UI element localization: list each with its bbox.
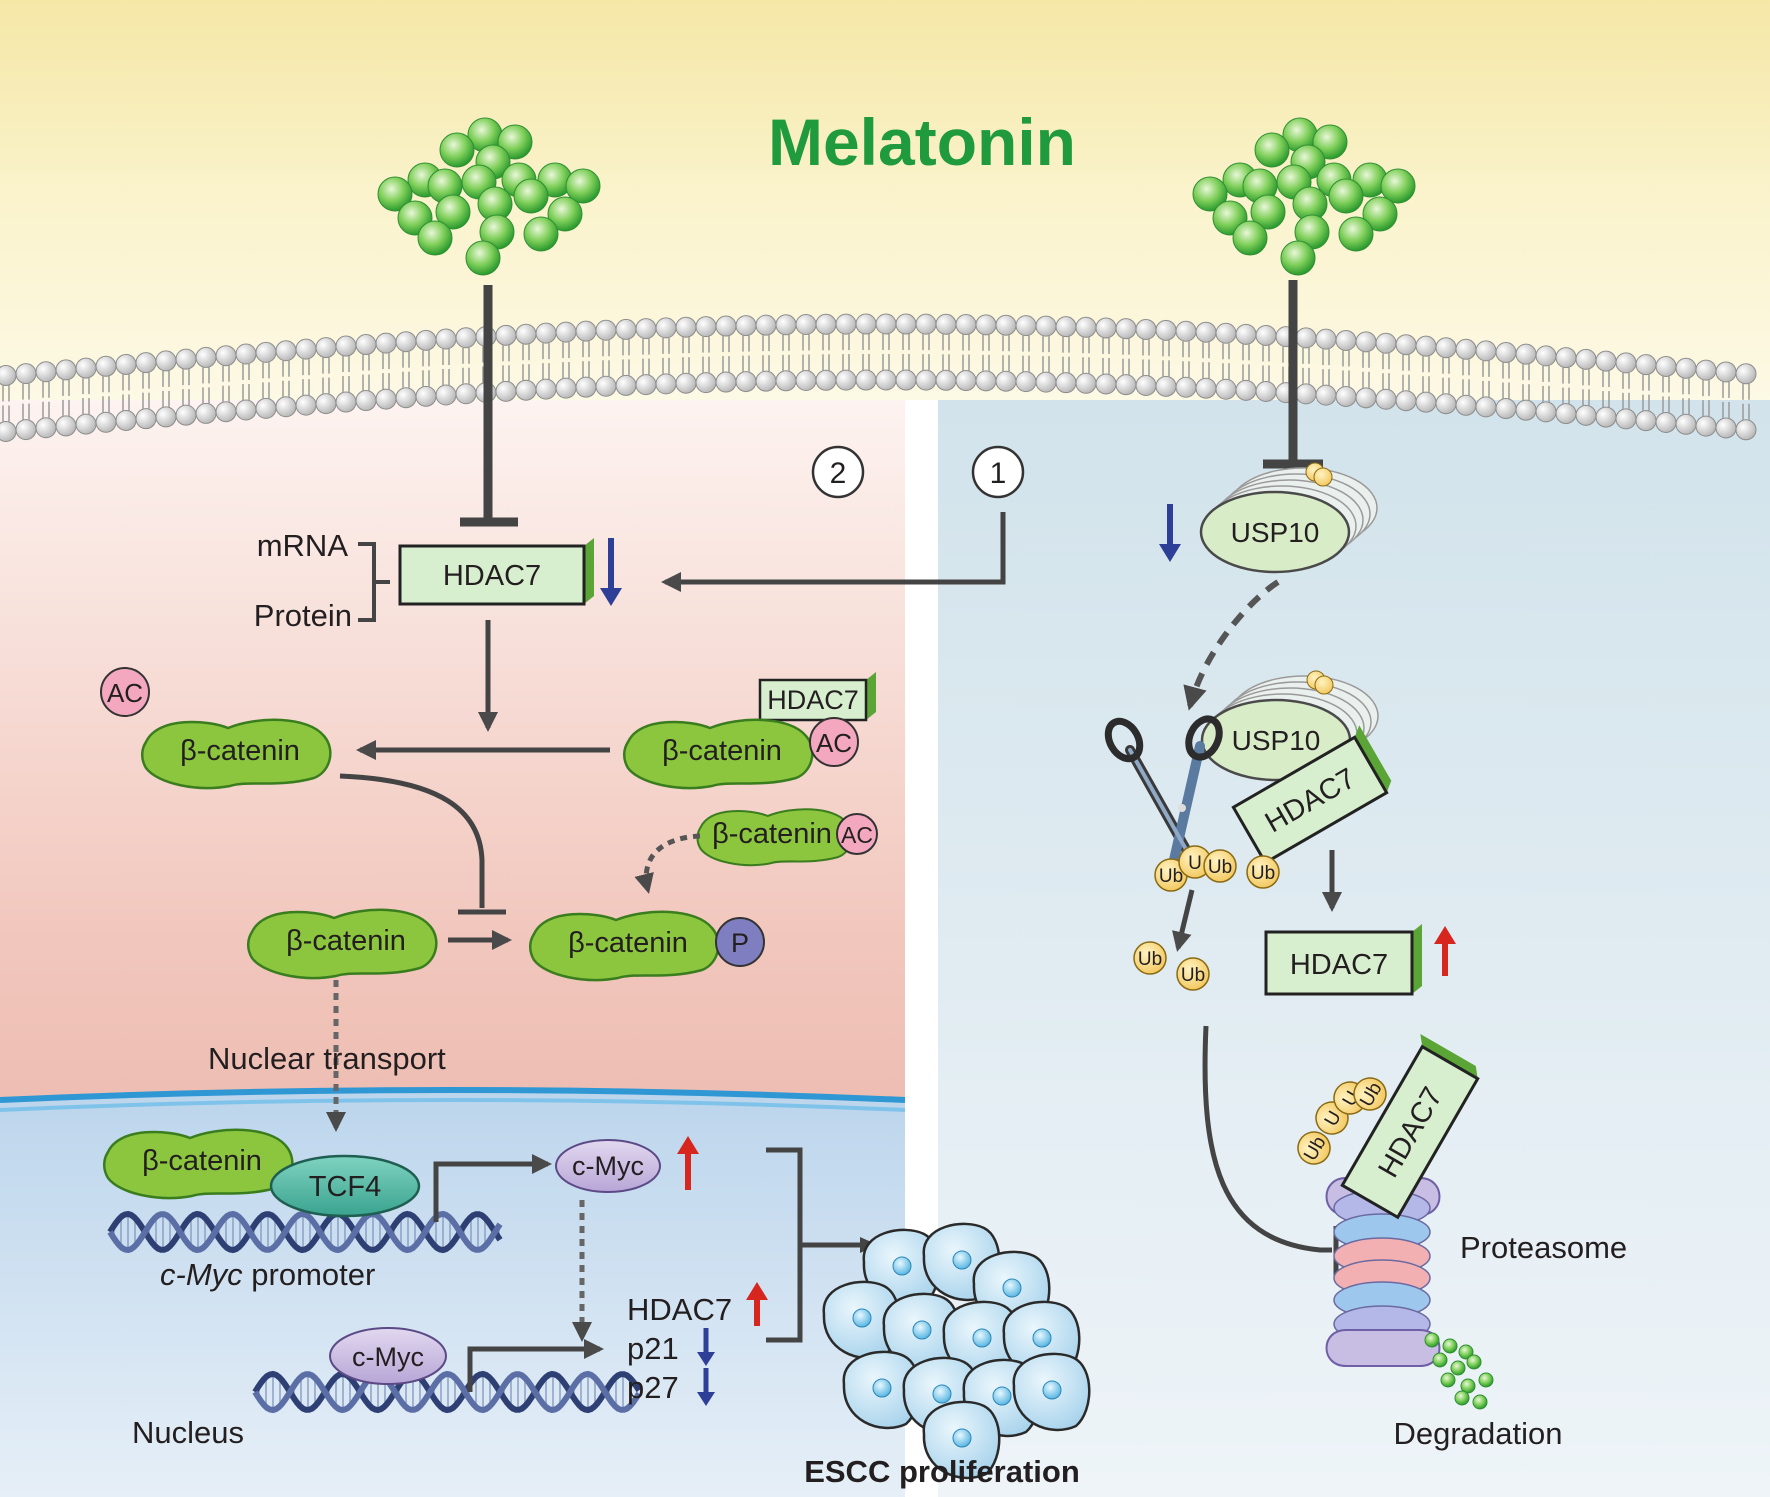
label-escc-proliferation: ESCC proliferation	[804, 1454, 1080, 1489]
svg-text:Ub: Ub	[1181, 965, 1205, 986]
label-degradation: Degradation	[1394, 1416, 1563, 1451]
bracket-to-proliferation	[766, 1147, 868, 1343]
down-arrow-p27	[697, 1368, 715, 1406]
melatonin-inhibits-hdac7	[460, 285, 518, 527]
svg-text:β-catenin: β-catenin	[286, 925, 406, 957]
label-mrna: mRNA	[257, 528, 349, 563]
svg-text:U: U	[1188, 853, 1202, 874]
step-2-marker: 2	[811, 445, 865, 499]
svg-text:1: 1	[990, 457, 1007, 490]
phospho-p-circle: P	[715, 917, 765, 967]
dotted-arrow-to-phospho	[634, 833, 701, 894]
label-nucleus: Nucleus	[132, 1415, 244, 1450]
label-nuclear-transport: Nuclear transport	[208, 1041, 446, 1076]
label-hdac7-target: HDAC7	[627, 1292, 732, 1327]
svg-text:AC: AC	[107, 678, 143, 708]
inhibition-of-proteasome	[1202, 1025, 1332, 1253]
beta-catenin-acetylated-2-label: β-catenin	[712, 818, 832, 850]
svg-text:c-Myc: c-Myc	[572, 1151, 644, 1181]
melatonin-cluster-right	[1192, 117, 1416, 276]
ub-released: Ub Ub	[1133, 941, 1210, 991]
svg-text:TCF4: TCF4	[309, 1171, 382, 1203]
beta-catenin-phosphorylated: β-catenin	[528, 910, 720, 982]
svg-text:β-catenin: β-catenin	[180, 735, 300, 767]
svg-text:HDAC7: HDAC7	[1290, 949, 1388, 981]
svg-text:Ub: Ub	[1208, 857, 1232, 878]
beta-catenin-cytoplasmic: β-catenin	[246, 908, 438, 980]
usp10-label: USP10	[1232, 725, 1321, 756]
degradation-fragments	[1424, 1332, 1494, 1410]
svg-text:HDAC7: HDAC7	[443, 560, 541, 592]
step-1-marker: 1	[971, 445, 1025, 499]
ac-bound-circle-2: AC	[836, 813, 878, 855]
label-p21: p21	[627, 1331, 679, 1366]
tcf4-ellipse: TCF4	[269, 1154, 421, 1218]
svg-text:2: 2	[830, 457, 847, 490]
nuclear-membrane-inner	[0, 1098, 906, 1112]
arrow-to-target-genes	[467, 1339, 604, 1392]
escc-cell-cluster	[822, 1222, 1091, 1480]
svg-text:Ub: Ub	[1159, 866, 1183, 887]
ub-cluster-complex: Ub U Ub Ub	[1154, 845, 1280, 892]
title-melatonin: Melatonin	[768, 105, 1076, 179]
scissors-icon	[1104, 715, 1223, 865]
beta-catenin-acetylated: β-catenin	[622, 718, 814, 790]
svg-text:β-catenin: β-catenin	[568, 927, 688, 959]
cell-membrane-bilayer	[0, 313, 1757, 442]
svg-text:β-catenin: β-catenin	[142, 1145, 262, 1177]
hdac7-box-bound: HDAC7	[758, 672, 876, 722]
melatonin-cluster-left	[377, 117, 601, 276]
svg-text:P: P	[731, 928, 749, 958]
label-p27: p27	[627, 1370, 679, 1405]
svg-text:c-Myc: c-Myc	[352, 1342, 424, 1372]
svg-text:β-catenin: β-catenin	[662, 735, 782, 767]
hdac7-box-stabilized: HDAC7	[1264, 924, 1422, 996]
hdac7-box-main: HDAC7	[398, 538, 594, 606]
down-arrow-p21	[697, 1328, 715, 1366]
down-arrow-hdac7	[600, 538, 622, 606]
beta-catenin-nuclear: β-catenin	[102, 1128, 294, 1200]
usp10-label: USP10	[1231, 517, 1320, 548]
usp10-top: USP10	[1199, 462, 1378, 574]
ac-free-circle: AC	[100, 667, 150, 717]
arrow-ub-release	[1172, 889, 1195, 952]
arrow-to-cmyc	[433, 1154, 552, 1222]
label-proteasome: Proteasome	[1460, 1230, 1627, 1265]
inhibition-of-phosphorylation	[339, 773, 485, 908]
up-arrow-hdac7-target	[746, 1282, 768, 1326]
svg-text:HDAC7: HDAC7	[767, 685, 859, 715]
down-arrow-usp10	[1159, 504, 1181, 562]
cmyc-ellipse-top: c-Myc	[555, 1139, 661, 1193]
label-protein: Protein	[254, 598, 352, 633]
ub-chain-degraded: Ub U U Ub	[1297, 1077, 1387, 1165]
up-arrow-hdac7-stabilized	[1434, 926, 1456, 976]
usp10-complex: USP10	[1200, 670, 1379, 782]
label-cmyc-promoter: c-Myc promoter	[160, 1257, 375, 1292]
dna-helix-target-genes	[252, 1370, 642, 1414]
svg-text:AC: AC	[841, 822, 873, 848]
mrna-protein-bracket	[358, 542, 390, 622]
beta-catenin-deacetylated: β-catenin	[140, 718, 332, 790]
up-arrow-cmyc	[677, 1136, 699, 1190]
dashed-arrow-usp10	[1183, 579, 1280, 711]
extracellular-space	[0, 0, 1770, 440]
svg-text:Ub: Ub	[1138, 949, 1162, 970]
svg-text:Ub: Ub	[1251, 863, 1275, 884]
cmyc-ellipse-bottom: c-Myc	[329, 1327, 447, 1385]
step1-arrow-to-hdac7	[661, 512, 1006, 592]
nuclear-membrane	[0, 1087, 906, 1103]
ac-bound-circle: AC	[809, 717, 859, 767]
svg-text:AC: AC	[816, 728, 852, 758]
